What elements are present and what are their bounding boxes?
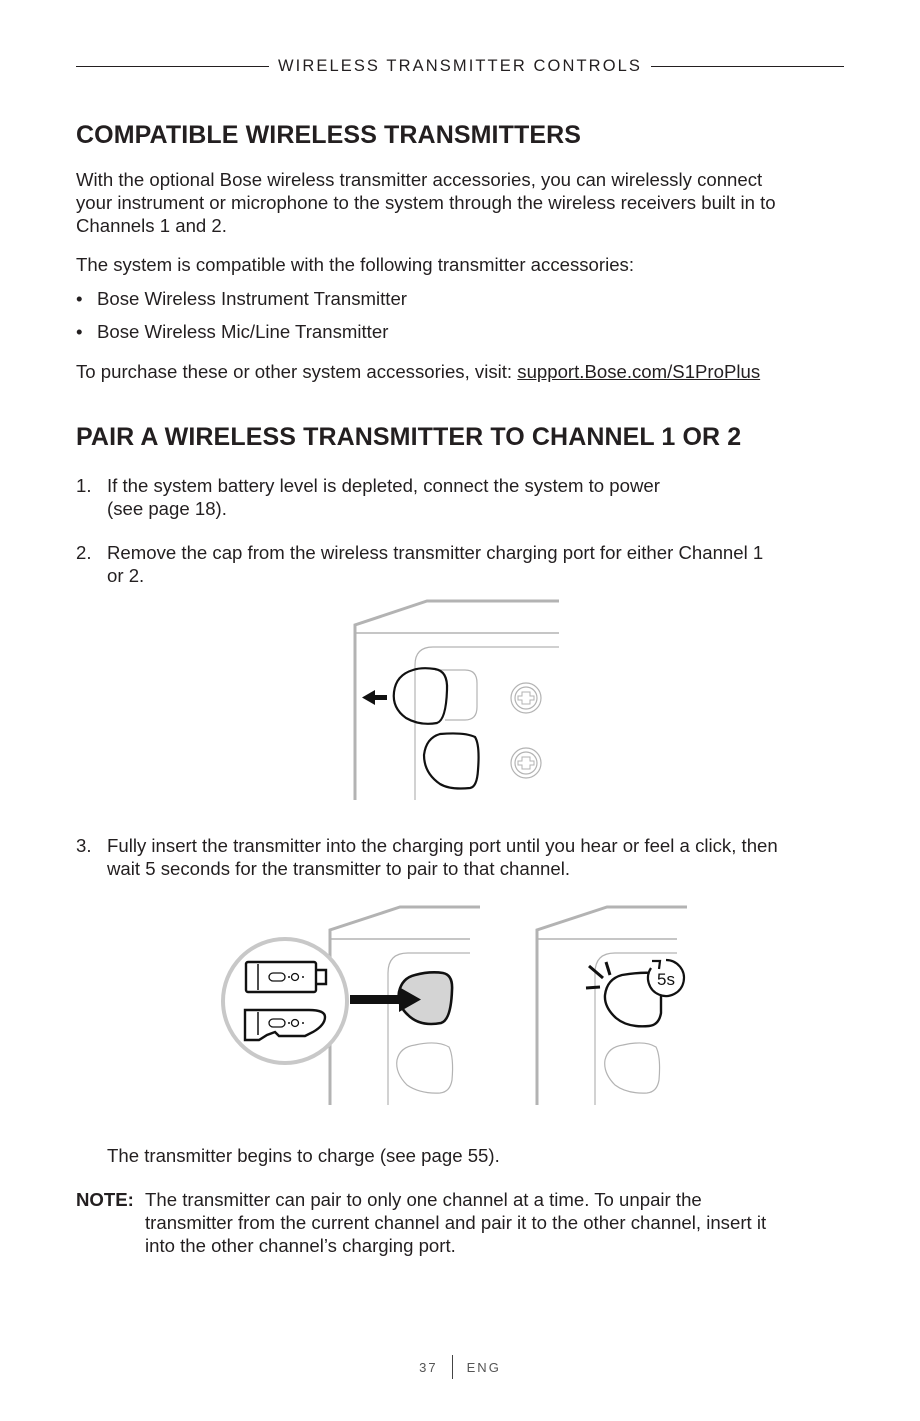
step-text: Remove the cap from the wireless transmi… bbox=[107, 542, 764, 563]
note-text: The transmitter can pair to only one cha… bbox=[145, 1189, 702, 1210]
purchase-text: To purchase these or other system access… bbox=[76, 361, 518, 382]
intro-line: With the optional Bose wireless transmit… bbox=[76, 169, 763, 190]
instrument-transmitter bbox=[244, 960, 318, 994]
step-number: 2. bbox=[76, 542, 92, 563]
transmitter-magnifier bbox=[221, 937, 349, 1065]
step-text: wait 5 seconds for the transmitter to pa… bbox=[107, 858, 571, 879]
list-item: • Bose Wireless Mic/Line Transmitter bbox=[76, 320, 846, 343]
section-title: WIRELESS TRANSMITTER CONTROLS bbox=[277, 56, 643, 75]
running-header: WIRELESS TRANSMITTER CONTROLS bbox=[76, 54, 844, 78]
list-item: • Bose Wireless Instrument Transmitter bbox=[76, 287, 846, 310]
bullet-icon: • bbox=[76, 321, 83, 342]
note-label: NOTE: bbox=[76, 1189, 134, 1210]
bullet-icon: • bbox=[76, 288, 83, 309]
charge-text: The transmitter begins to charge (see pa… bbox=[107, 1145, 500, 1166]
input-jack-1 bbox=[510, 682, 542, 714]
arrow-right-icon bbox=[350, 987, 421, 1012]
timer-icon: 5s bbox=[646, 958, 686, 998]
support-link[interactable]: support.Bose.com/S1ProPlus bbox=[517, 361, 761, 382]
timer-label: 5s bbox=[657, 970, 675, 989]
language-code: ENG bbox=[466, 1359, 501, 1375]
figure-pair-timer: 5s bbox=[535, 905, 687, 1105]
arrow-left-icon bbox=[362, 690, 387, 705]
list-intro: The system is compatible with the follow… bbox=[76, 253, 846, 276]
step-text: (see page 18). bbox=[107, 498, 227, 519]
intro-line: Channels 1 and 2. bbox=[76, 215, 227, 236]
step-1: 1. If the system battery level is deplet… bbox=[76, 474, 846, 520]
figure-insert-transmitter bbox=[221, 905, 480, 1105]
step-number: 3. bbox=[76, 835, 92, 856]
figure-remove-cap bbox=[353, 599, 559, 800]
charge-paragraph: The transmitter begins to charge (see pa… bbox=[107, 1144, 877, 1167]
input-jack-2 bbox=[510, 747, 542, 779]
step-text: If the system battery level is depleted,… bbox=[107, 475, 660, 496]
footer-divider bbox=[451, 1355, 453, 1379]
intro-paragraph: With the optional Bose wireless transmit… bbox=[76, 168, 846, 237]
heading-pair-transmitter: PAIR A WIRELESS TRANSMITTER TO CHANNEL 1… bbox=[76, 423, 742, 451]
mic-line-transmitter bbox=[243, 1008, 327, 1042]
step-number: 1. bbox=[76, 475, 92, 496]
note-block: NOTE: The transmitter can pair to only o… bbox=[76, 1188, 846, 1257]
header-rule-right bbox=[651, 65, 844, 67]
page-number: 37 bbox=[419, 1359, 438, 1375]
speaker-outline bbox=[353, 599, 559, 800]
note-text: into the other channel’s charging port. bbox=[145, 1235, 456, 1256]
header-rule-left bbox=[76, 65, 269, 67]
purchase-paragraph: To purchase these or other system access… bbox=[76, 360, 846, 383]
accessory-list: • Bose Wireless Instrument Transmitter •… bbox=[76, 287, 846, 343]
step-3: 3. Fully insert the transmitter into the… bbox=[76, 834, 846, 880]
charging-port-cap-2 bbox=[422, 732, 480, 790]
click-indicator-icon bbox=[585, 961, 612, 990]
step-text: or 2. bbox=[107, 565, 145, 586]
list-item-label: Bose Wireless Mic/Line Transmitter bbox=[97, 321, 389, 342]
heading-compatible-transmitters: COMPATIBLE WIRELESS TRANSMITTERS bbox=[76, 121, 582, 149]
charging-port-2 bbox=[396, 1042, 454, 1094]
step-text: Fully insert the transmitter into the ch… bbox=[107, 835, 778, 856]
list-item-label: Bose Wireless Instrument Transmitter bbox=[97, 288, 407, 309]
page-footer: 37 ENG bbox=[0, 1355, 920, 1379]
list-intro-text: The system is compatible with the follow… bbox=[76, 254, 635, 275]
step-2: 2. Remove the cap from the wireless tran… bbox=[76, 541, 846, 587]
note-text: transmitter from the current channel and… bbox=[145, 1212, 767, 1233]
intro-line: your instrument or microphone to the sys… bbox=[76, 192, 776, 213]
removed-cap bbox=[392, 667, 449, 725]
